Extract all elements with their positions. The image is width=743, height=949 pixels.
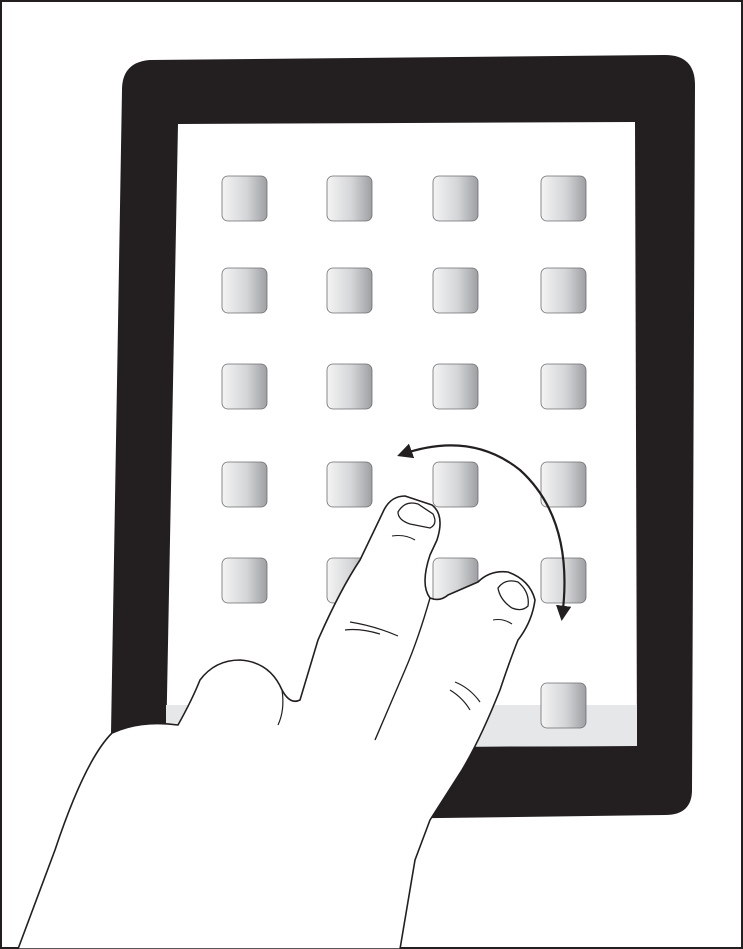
- app-icon[interactable]: [222, 462, 267, 507]
- app-icon[interactable]: [433, 364, 478, 409]
- app-icon[interactable]: [327, 462, 372, 507]
- app-icon[interactable]: [222, 558, 267, 603]
- app-icon[interactable]: [327, 268, 372, 313]
- app-icon[interactable]: [222, 176, 267, 221]
- app-icon[interactable]: [433, 176, 478, 221]
- dock-app-icon[interactable]: [541, 683, 586, 728]
- app-icon[interactable]: [541, 364, 586, 409]
- app-icon[interactable]: [222, 268, 267, 313]
- app-icon[interactable]: [541, 462, 586, 507]
- app-icon[interactable]: [433, 268, 478, 313]
- app-icon[interactable]: [327, 176, 372, 221]
- app-icon[interactable]: [433, 462, 478, 507]
- app-icon[interactable]: [541, 176, 586, 221]
- app-icon[interactable]: [222, 364, 267, 409]
- app-icon[interactable]: [541, 268, 586, 313]
- app-icon[interactable]: [327, 364, 372, 409]
